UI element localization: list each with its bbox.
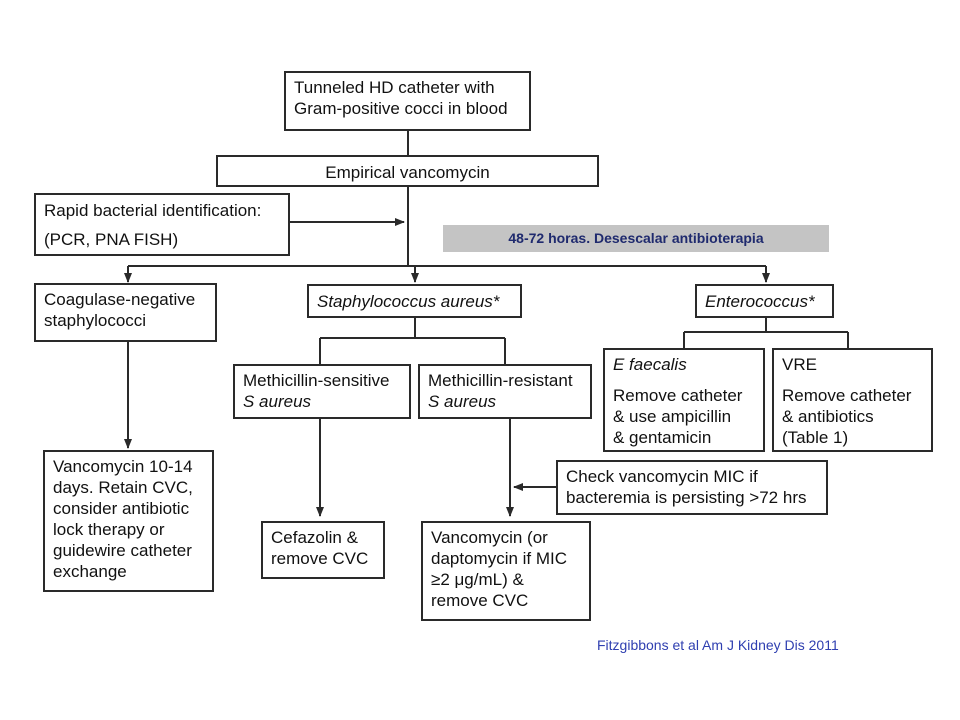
node-coagulase-line-2: staphylococci — [44, 311, 147, 330]
node-vre-line-2: & antibiotics — [782, 407, 874, 426]
node-enterococcus-label: Enterococcus* — [705, 292, 815, 311]
node-vanco-mrsa-line-4: remove CVC — [431, 591, 529, 610]
node-staph-aureus-label: Staphylococcus aureus* — [317, 292, 500, 311]
node-vanco-mrsa-line-1: Vancomycin (or — [431, 528, 548, 547]
node-cefazolin-line-1: Cefazolin & — [271, 528, 358, 547]
node-mssa: Methicillin-sensitive S aureus — [233, 364, 411, 419]
node-mrsa-line-1: Methicillin-resistant — [428, 371, 573, 390]
node-vanco-cons: Vancomycin 10-14 days. Retain CVC, consi… — [43, 450, 214, 592]
node-mrsa: Methicillin-resistant S aureus — [418, 364, 592, 419]
node-start-line-1: Tunneled HD catheter with — [294, 78, 495, 97]
node-mssa-line-2: S aureus — [243, 392, 312, 411]
node-vre-line-3: (Table 1) — [782, 428, 849, 447]
node-mic-check-line-2: bacteremia is persisting >72 hrs — [566, 488, 807, 507]
node-mrsa-line-2: S aureus — [428, 392, 497, 411]
node-vanco-mrsa: Vancomycin (or daptomycin if MIC ≥2 μg/m… — [421, 521, 591, 621]
node-vanco-cons-line-4: lock therapy or — [53, 520, 165, 539]
node-vanco-cons-line-6: exchange — [53, 562, 127, 581]
node-faecalis-title: E faecalis — [613, 355, 687, 374]
node-rapid-id: Rapid bacterial identification: (PCR, PN… — [34, 193, 290, 256]
citation: Fitzgibbons et al Am J Kidney Dis 2011 — [597, 637, 839, 653]
node-vre: VRE Remove catheter & antibiotics (Table… — [772, 348, 933, 452]
node-start: Tunneled HD catheter with Gram-positive … — [284, 71, 531, 131]
node-faecalis: E faecalis Remove catheter & use ampicil… — [603, 348, 765, 452]
node-faecalis-line-3: & gentamicin — [613, 428, 712, 447]
node-rapid-id-line-2: (PCR, PNA FISH) — [44, 230, 179, 249]
node-vanco-mrsa-line-2: daptomycin if MIC — [431, 549, 568, 568]
node-cefazolin-line-2: remove CVC — [271, 549, 369, 568]
node-coagulase-line-1: Coagulase-negative — [44, 290, 196, 309]
node-start-line-2: Gram-positive cocci in blood — [294, 99, 508, 118]
node-vanco-cons-line-2: days. Retain CVC, — [53, 478, 193, 497]
node-vanco-cons-line-3: consider antibiotic — [53, 499, 190, 518]
node-vanco-cons-line-5: guidewire catheter — [53, 541, 192, 560]
node-vanco-cons-line-1: Vancomycin 10-14 — [53, 457, 193, 476]
node-empirical: Empirical vancomycin — [216, 155, 599, 187]
node-vanco-mrsa-line-3: ≥2 μg/mL) & — [431, 570, 524, 589]
node-mic-check-line-1: Check vancomycin MIC if — [566, 467, 758, 486]
node-vre-title: VRE — [782, 355, 817, 374]
deescalation-banner: 48-72 horas. Desescalar antibioterapia — [443, 225, 829, 252]
node-vre-line-1: Remove catheter — [782, 386, 912, 405]
node-faecalis-line-1: Remove catheter — [613, 386, 743, 405]
node-rapid-id-line-1: Rapid bacterial identification: — [44, 201, 262, 220]
node-coagulase: Coagulase-negative staphylococci — [34, 283, 217, 342]
node-faecalis-line-2: & use ampicillin — [613, 407, 732, 426]
node-enterococcus: Enterococcus* — [695, 284, 834, 318]
node-mssa-line-1: Methicillin-sensitive — [243, 371, 390, 390]
node-cefazolin: Cefazolin & remove CVC — [261, 521, 385, 579]
node-empirical-label: Empirical vancomycin — [325, 163, 490, 182]
node-staph-aureus: Staphylococcus aureus* — [307, 284, 522, 318]
node-mic-check: Check vancomycin MIC if bacteremia is pe… — [556, 460, 828, 515]
